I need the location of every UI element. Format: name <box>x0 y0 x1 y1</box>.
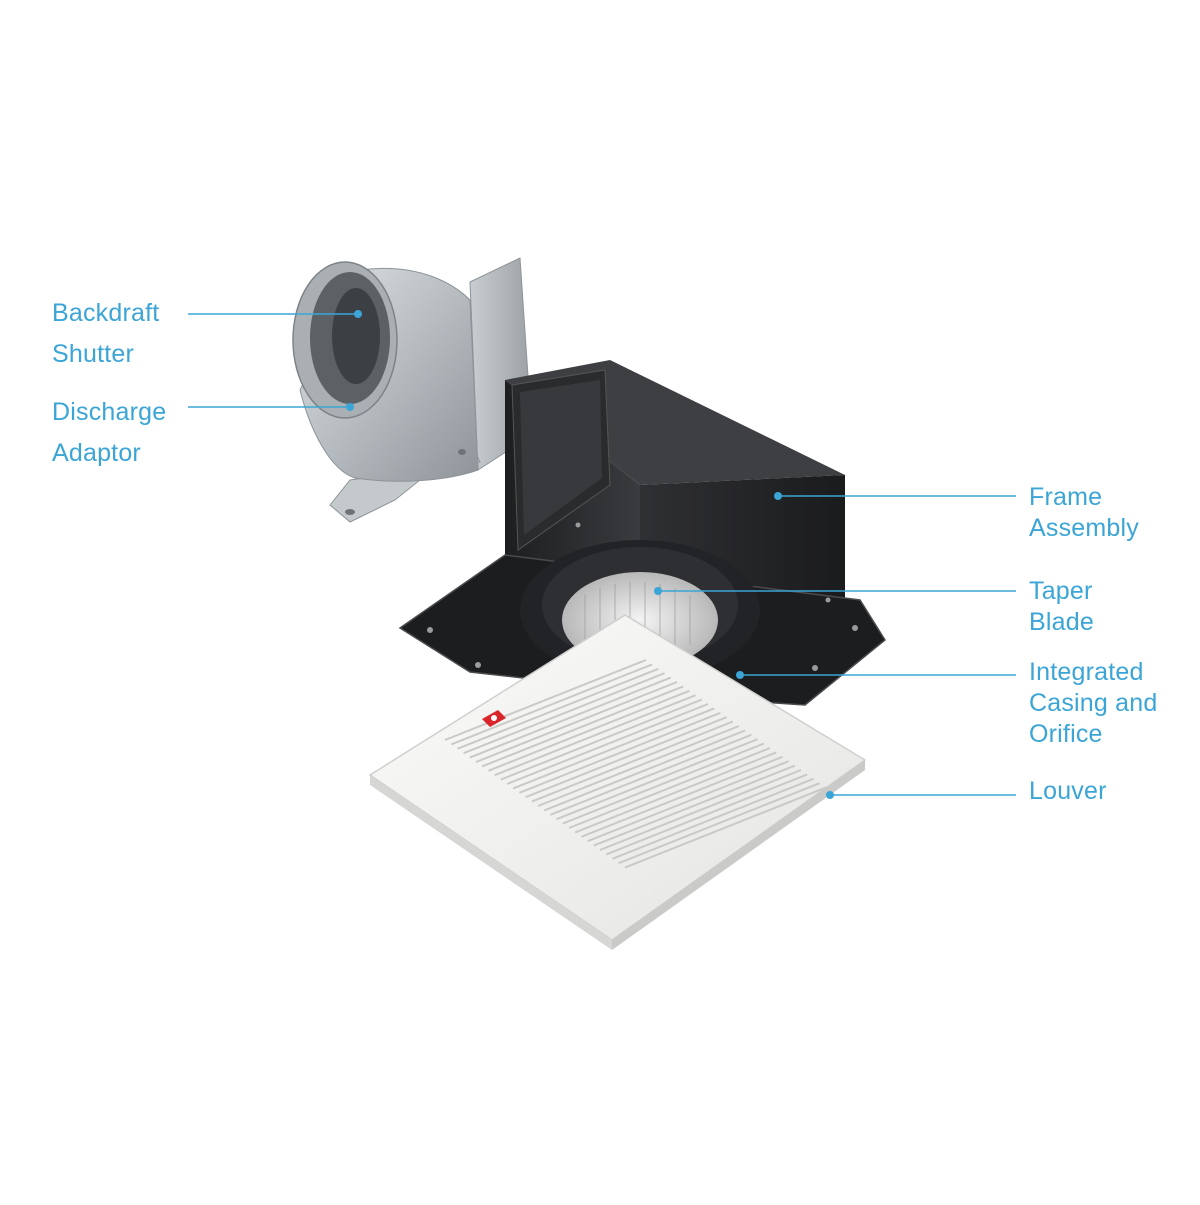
louver-slat <box>574 751 777 834</box>
louver-slat <box>457 667 659 750</box>
label-line: Shutter <box>52 340 135 368</box>
leader-lines <box>188 310 1016 799</box>
louver-slat <box>550 733 752 816</box>
louver-slat <box>581 755 783 838</box>
louver-slat <box>444 659 647 741</box>
louver-slat <box>587 760 789 843</box>
label-taper-blade: Taper Blade <box>1029 576 1094 638</box>
label-discharge-adaptor: Discharge Adaptor <box>52 392 166 474</box>
louver-slat <box>512 707 715 790</box>
louver-slat <box>488 689 690 772</box>
discharge-adaptor <box>292 257 533 523</box>
louver-slat <box>494 694 696 777</box>
louver-slat <box>500 698 703 781</box>
louver-slat <box>463 672 665 755</box>
leader-dot-discharge-adaptor <box>346 403 354 411</box>
frame-assembly <box>398 360 886 706</box>
label-line: Orifice <box>1029 720 1103 748</box>
louver-slat <box>506 703 709 785</box>
louver-slat <box>612 777 814 860</box>
louver-slat <box>450 663 653 746</box>
louver-slat <box>481 685 684 768</box>
label-line: Blade <box>1029 608 1094 636</box>
louver-slat <box>475 681 678 763</box>
label-line: Backdraft <box>52 299 160 327</box>
louver-slat <box>624 786 827 869</box>
leader-dot-louver <box>826 791 834 799</box>
label-line: Discharge <box>52 398 167 426</box>
label-line: Frame <box>1029 483 1103 511</box>
louver-slat <box>556 738 758 821</box>
louver-slat <box>525 716 727 799</box>
label-louver: Louver <box>1029 776 1107 807</box>
label-line: Adaptor <box>52 439 141 467</box>
label-backdraft-shutter: Backdraft Shutter <box>52 293 159 375</box>
label-frame-assembly: Frame Assembly <box>1029 482 1139 544</box>
label-line: Casing and <box>1029 689 1158 717</box>
label-line: Louver <box>1029 777 1107 805</box>
louver-slat <box>618 782 820 865</box>
louver-slat <box>519 711 721 794</box>
louver-slat <box>605 773 808 856</box>
louver-slat <box>543 729 746 812</box>
label-line: Taper <box>1029 577 1093 605</box>
label-line: Assembly <box>1029 514 1139 542</box>
louver-slat <box>599 769 802 851</box>
louver-slat <box>593 764 796 847</box>
leader-dot-taper-blade <box>654 587 662 595</box>
kdk-logo-badge <box>482 710 506 727</box>
louver-slat <box>531 720 734 803</box>
louver-slat <box>568 747 771 829</box>
louver <box>368 614 867 950</box>
leader-dot-backdraft-shutter <box>354 310 362 318</box>
louver-slat <box>537 725 740 807</box>
louver-slat <box>562 742 765 825</box>
label-line: Integrated <box>1029 658 1144 686</box>
leader-dot-integrated-casing <box>736 671 744 679</box>
leader-dot-frame-assembly <box>774 492 782 500</box>
louver-slats <box>444 659 827 869</box>
label-integrated-casing: Integrated Casing and Orifice <box>1029 657 1157 750</box>
louver-slat <box>469 676 672 759</box>
